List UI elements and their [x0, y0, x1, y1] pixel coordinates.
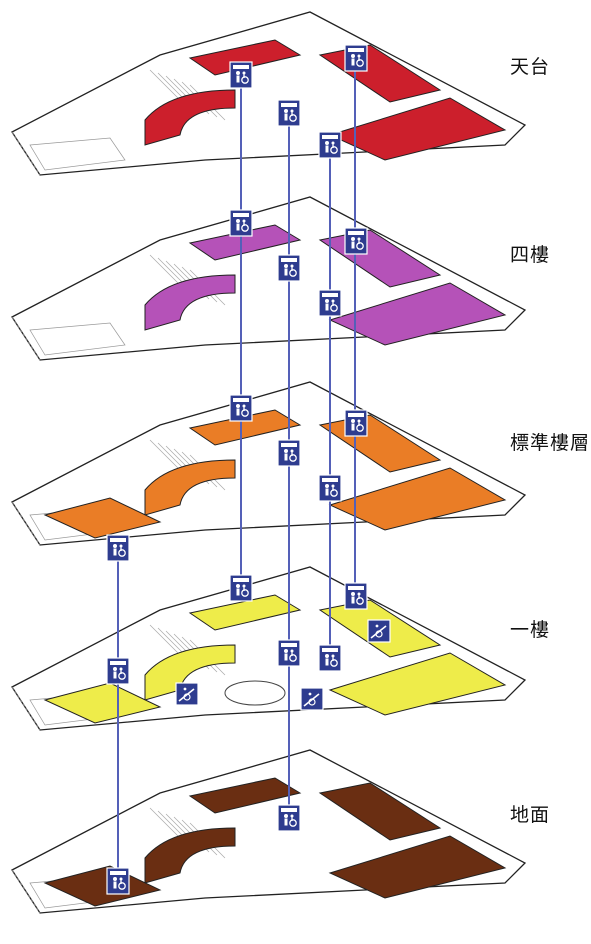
wheelchair-ramp-icon: [367, 619, 391, 643]
floor-plan-rooftop: [11, 11, 527, 176]
floor-plan-first: [11, 566, 527, 731]
lift-with-wheelchair-icon: [344, 582, 368, 610]
building-block: [144, 89, 236, 146]
building-block: [328, 97, 507, 161]
lift-with-wheelchair-icon: [277, 439, 301, 467]
lift-with-wheelchair-icon: [277, 99, 301, 127]
building-block: [144, 827, 236, 884]
floor-sheet: [11, 196, 527, 361]
building-block: [144, 274, 236, 331]
building-block: [318, 782, 442, 841]
floor-label-typical: 標準樓層: [510, 432, 591, 454]
building-block: [328, 835, 507, 899]
wheelchair-ramp-icon: [300, 687, 324, 711]
lift-with-wheelchair-icon: [106, 657, 130, 685]
lift-with-wheelchair-icon: [106, 534, 130, 562]
building-block: [328, 282, 507, 346]
building-block: [188, 777, 302, 814]
lift-with-wheelchair-icon: [229, 574, 253, 602]
lift-with-wheelchair-icon: [344, 227, 368, 255]
building-block: [43, 682, 162, 724]
lift-with-wheelchair-icon: [277, 254, 301, 282]
building-block: [43, 497, 162, 539]
floor-plan-typical: [11, 381, 527, 546]
building-block: [43, 865, 162, 907]
lift-with-wheelchair-icon: [229, 394, 253, 422]
floor-label-rooftop: 天台: [510, 56, 551, 78]
floor-label-fourth: 四樓: [510, 244, 551, 266]
lift-with-wheelchair-icon: [277, 804, 301, 832]
floor-plan-ground: [11, 749, 527, 914]
lift-with-wheelchair-icon: [229, 61, 253, 89]
building-block: [188, 39, 302, 76]
lift-with-wheelchair-icon: [344, 409, 368, 437]
floor-label-ground: 地面: [510, 804, 551, 826]
lift-with-wheelchair-icon: [318, 131, 342, 159]
lift-with-wheelchair-icon: [229, 209, 253, 237]
plaza-circle: [224, 680, 286, 706]
lift-with-wheelchair-icon: [106, 867, 130, 895]
building-block: [328, 652, 507, 716]
lift-with-wheelchair-icon: [318, 644, 342, 672]
building-block: [328, 467, 507, 531]
lift-with-wheelchair-icon: [277, 639, 301, 667]
wheelchair-ramp-icon: [175, 682, 199, 706]
lift-with-wheelchair-icon: [318, 289, 342, 317]
floor-sheet: [11, 11, 527, 176]
lift-with-wheelchair-icon: [318, 474, 342, 502]
floor-plan-fourth: [11, 196, 527, 361]
floor-label-first: 一樓: [510, 619, 551, 641]
building-block: [144, 459, 236, 516]
building-block: [144, 644, 236, 701]
lift-with-wheelchair-icon: [344, 44, 368, 72]
